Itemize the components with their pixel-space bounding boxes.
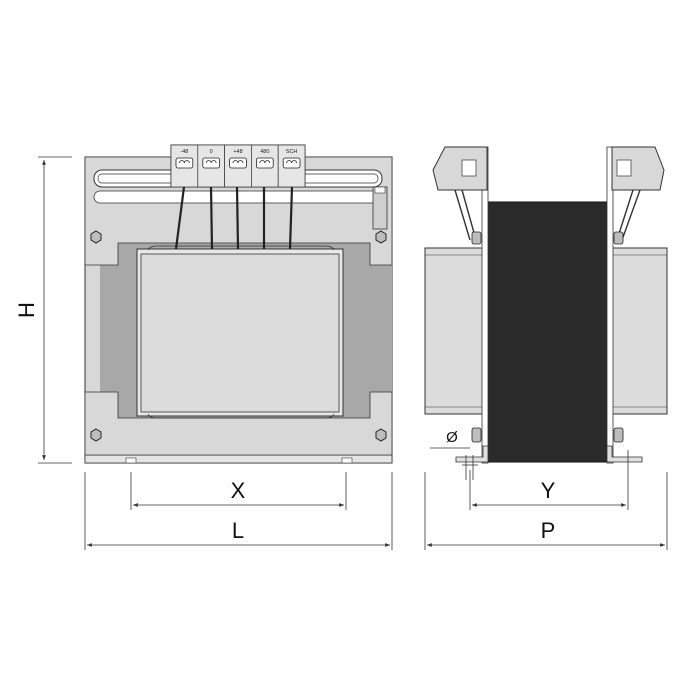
dim-l-label: L xyxy=(232,518,244,543)
terminal-screw-slot xyxy=(232,160,244,164)
terminal-label: 0 xyxy=(210,149,213,155)
front-foot-left xyxy=(125,457,137,464)
dim-y-label: Y xyxy=(541,478,556,503)
terminal-label: 480 xyxy=(260,149,269,155)
side-view xyxy=(424,146,668,464)
side-clamp-right-slot xyxy=(616,159,632,177)
bolt-top-left xyxy=(90,230,102,244)
dim-p-label: P xyxy=(541,518,556,543)
terminal-label: SCH xyxy=(286,149,298,155)
bolt-bottom-right xyxy=(375,428,387,442)
side-core xyxy=(486,201,609,463)
side-bolts xyxy=(471,231,624,443)
side-foot-left xyxy=(455,445,489,463)
terminal-block-cells: -48 0 +48 480 SCH xyxy=(170,144,306,188)
coil-top-edge xyxy=(147,245,335,251)
front-foot-right xyxy=(341,457,353,464)
front-view: -48 0 +48 480 SCH xyxy=(84,144,393,464)
terminal-screw-slot xyxy=(179,160,190,164)
side-coil-right xyxy=(607,247,668,415)
terminal-label: +48 xyxy=(233,149,242,155)
side-clamp-left-slot xyxy=(461,159,477,177)
terminal-screw-slot xyxy=(286,160,297,164)
coil-inner xyxy=(140,253,340,413)
terminal-screw-slot xyxy=(259,160,271,164)
lead-wires xyxy=(174,186,294,250)
lamination-right xyxy=(340,243,392,391)
front-bolts xyxy=(90,230,387,442)
terminal-screw-slot xyxy=(205,160,217,164)
right-bracket-cap xyxy=(374,186,386,194)
terminal-label: -48 xyxy=(180,149,188,155)
bolt-bottom-left xyxy=(90,428,102,442)
side-clamp-left xyxy=(432,146,488,191)
terminal-cell xyxy=(170,144,199,188)
side-plate-left xyxy=(481,146,489,464)
dimension-lines xyxy=(38,156,668,550)
bolt-top-right xyxy=(375,230,387,244)
dim-hole-label: Ø xyxy=(446,429,458,446)
dim-h-label: H xyxy=(14,302,39,318)
side-foot-right xyxy=(606,445,643,463)
side-plate-right xyxy=(606,146,614,464)
side-clamp-right xyxy=(611,146,665,191)
coil-bottom-edge xyxy=(147,413,335,419)
side-coil-left xyxy=(424,247,488,415)
lamination-left xyxy=(100,243,137,391)
frame-lower-left xyxy=(84,391,393,456)
dim-x-label: X xyxy=(231,478,246,503)
right-bracket xyxy=(372,186,388,230)
